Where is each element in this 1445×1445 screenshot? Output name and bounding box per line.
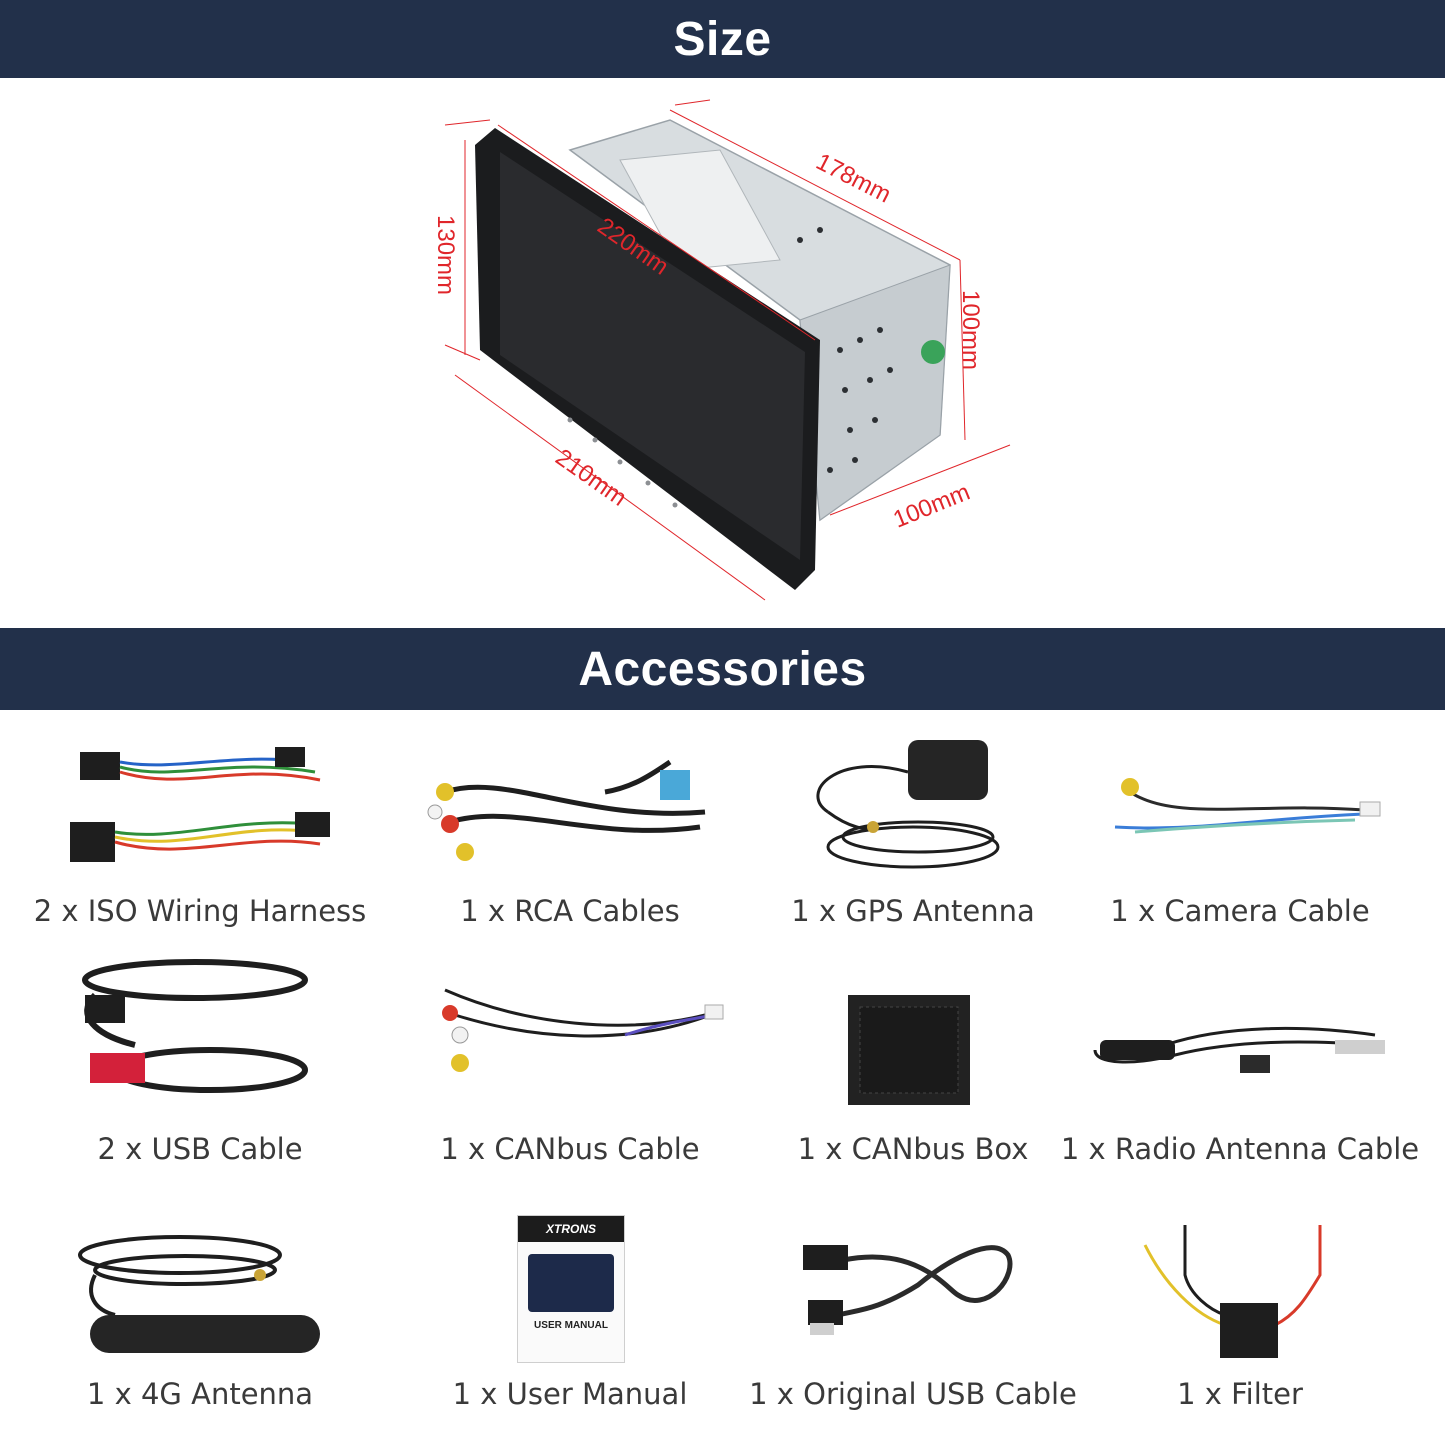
size-section-header: Size — [0, 0, 1445, 78]
usb-cable-icon — [82, 959, 308, 1093]
qc-pass-sticker — [921, 340, 945, 364]
camera-cable-icon — [1114, 778, 1381, 834]
4g-antenna-icon — [78, 1235, 320, 1353]
accessory-label: 2 x USB Cable — [97, 1132, 303, 1166]
wiring-harness-icon — [70, 747, 330, 862]
unit-screen — [500, 152, 805, 560]
manual-brand: XTRONS — [518, 1216, 624, 1242]
accessory-label: 1 x Filter — [1177, 1377, 1303, 1411]
screen-buttons — [567, 417, 678, 508]
canbus-box-icon — [848, 995, 970, 1105]
chassis-holes — [797, 227, 893, 473]
rca-cables-icon — [427, 759, 706, 861]
accessories-section-header: Accessories — [0, 628, 1445, 710]
manual-title: USER MANUAL — [534, 1320, 608, 1331]
accessories-title: Accessories — [578, 642, 867, 696]
unit-label — [619, 149, 781, 271]
accessory-label: 1 x Camera Cable — [1110, 894, 1370, 928]
accessory-label: 1 x GPS Antenna — [791, 894, 1035, 928]
accessory-label: 1 x CANbus Box — [797, 1132, 1029, 1166]
canbus-cable-icon — [442, 988, 724, 1072]
size-title: Size — [673, 12, 772, 66]
accessory-label: 1 x Original USB Cable — [749, 1377, 1077, 1411]
user-manual-icon: XTRONS USER MANUAL — [405, 1215, 735, 1365]
dim-height-back: 100mm — [957, 290, 984, 370]
manual-screen-image — [528, 1254, 614, 1312]
accessory-label: 1 x 4G Antenna — [86, 1377, 314, 1411]
accessory-label: 1 x RCA Cables — [460, 894, 680, 928]
filter-icon — [1143, 1225, 1322, 1358]
accessory-label: 1 x Radio Antenna Cable — [1060, 1132, 1420, 1166]
accessory-label: 2 x ISO Wiring Harness — [33, 894, 367, 928]
original-usb-cable-icon — [803, 1245, 1013, 1335]
accessory-label: 1 x CANbus Cable — [440, 1132, 700, 1166]
manual-cover: XTRONS USER MANUAL — [517, 1215, 625, 1363]
accessory-label: 1 x User Manual — [452, 1377, 688, 1411]
gps-antenna-icon — [816, 740, 1000, 869]
radio-antenna-cable-icon — [1093, 1026, 1385, 1073]
dim-height-front: 130mm — [432, 215, 459, 295]
head-unit-diagram: 178mm 130mm 220mm 210mm 100mm 100mm — [432, 99, 1011, 601]
dimension-lines — [444, 99, 1011, 601]
